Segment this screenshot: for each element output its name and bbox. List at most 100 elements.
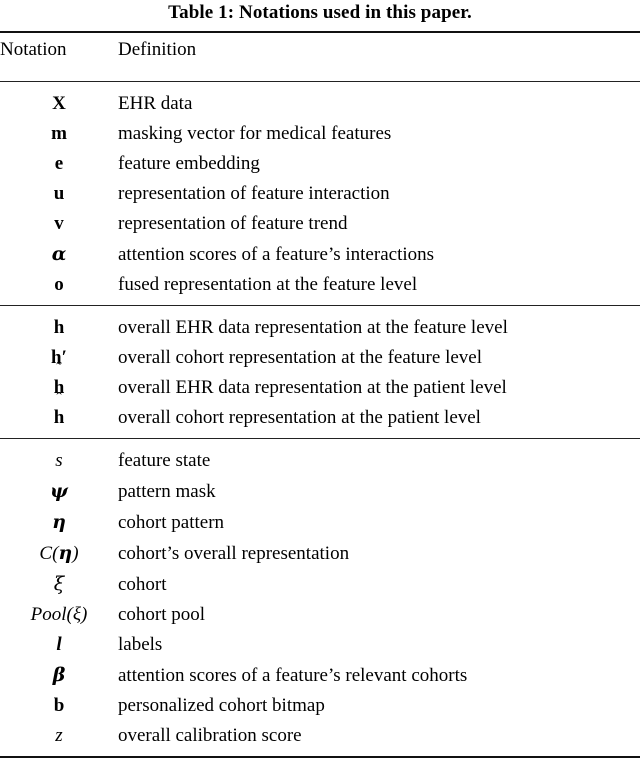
cell-notation: X — [0, 89, 118, 119]
notation-symbol: e — [54, 153, 64, 174]
notation-symbol: α — [51, 243, 67, 265]
table-row: l labels — [0, 630, 640, 660]
cell-definition: fused representation at the feature leve… — [118, 274, 418, 295]
table-row: s feature state — [0, 446, 640, 476]
table-row: ψ pattern mask — [0, 476, 640, 507]
notation-symbol: l — [56, 634, 62, 655]
section-spacer-cell — [0, 439, 640, 446]
rule-after-header — [0, 81, 640, 82]
notation-symbol: Pool(ξ) — [30, 604, 88, 625]
section-spacer — [0, 439, 640, 446]
cell-notation: l — [0, 630, 118, 660]
notation-symbol: v — [54, 213, 64, 234]
notations-table-body: Notation Definition X EHR data m masking ve… — [0, 31, 640, 758]
table-caption: Table 1: Notations used in this paper. — [168, 2, 472, 23]
table-header-row: Notation Definition — [0, 33, 640, 82]
notation-symbol: ξ — [53, 573, 65, 595]
notations-table-wrapper: Notation Definition X EHR data m masking ve… — [0, 31, 640, 758]
header-definition: Definition — [118, 39, 197, 60]
cell-notation: η — [0, 507, 118, 538]
cell-definition: attention scores of a feature’s interact… — [118, 244, 435, 265]
cell-definition: pattern mask — [118, 481, 216, 502]
table-row: h overall EHR data representation at the … — [0, 313, 640, 343]
table-row: Pool(ξ) cohort pool — [0, 600, 640, 630]
table-row: u representation of feature interaction — [0, 179, 640, 209]
cell-notation: h — [0, 313, 118, 343]
table-row: e feature embedding — [0, 149, 640, 179]
rule-section-divider-line — [0, 438, 640, 439]
section-spacer-cell — [0, 306, 640, 313]
cell-notation: Pool(ξ) — [0, 600, 118, 630]
table-row: X EHR data — [0, 89, 640, 119]
table-row: ξ cohort — [0, 569, 640, 600]
cell-definition: attention scores of a feature’s relevant… — [118, 665, 468, 686]
cell-notation: b — [0, 691, 118, 721]
notation-symbol: X — [52, 93, 66, 114]
cell-definition: overall cohort representation at the fea… — [118, 347, 482, 368]
cell-notation: v — [0, 209, 118, 239]
cell-definition: feature state — [118, 450, 211, 471]
notation-symbol: b — [53, 695, 65, 716]
tilde-accent: ˜ — [56, 360, 62, 377]
cell-definition: cohort — [118, 574, 167, 595]
cell-definition: labels — [118, 634, 163, 655]
table-row: o fused representation at the feature lev… — [0, 270, 640, 300]
cell-definition: representation of feature interaction — [118, 183, 390, 204]
rule-section-divider — [0, 305, 640, 306]
notation-symbol: β — [52, 664, 66, 686]
notation-symbol: C(η) — [39, 542, 79, 564]
cell-notation: ξ — [0, 569, 118, 600]
notation-symbol: o — [54, 274, 64, 295]
section-spacer-cell — [0, 82, 640, 89]
cell-definition: overall cohort representation at the pat… — [118, 407, 481, 428]
cell-notation: ψ — [0, 476, 118, 507]
cell-definition: masking vector for medical features — [118, 123, 392, 144]
notation-symbol: m — [51, 123, 67, 144]
notations-table: Notation Definition X EHR data m masking ve… — [0, 31, 640, 758]
cell-notation: C(η) — [0, 538, 118, 569]
cell-definition: overall EHR data representation at the f… — [118, 317, 508, 338]
cell-notation: e — [0, 149, 118, 179]
cell-definition: feature embedding — [118, 153, 260, 174]
notation-symbol: η — [52, 511, 66, 533]
section-spacer — [0, 306, 640, 313]
cell-definition: overall calibration score — [118, 725, 302, 746]
cell-notation: β — [0, 660, 118, 691]
notation-symbol: h — [53, 317, 65, 338]
rule-section-divider — [0, 438, 640, 439]
hat-accent: ˆ — [56, 390, 62, 407]
notation-symbol: h′ — [51, 347, 67, 368]
cell-notation: α — [0, 239, 118, 270]
table-row: v representation of feature trend — [0, 209, 640, 239]
cell-definition: cohort pool — [118, 604, 206, 625]
notation-symbol: ψ — [50, 480, 68, 502]
cell-definition: cohort pattern — [118, 512, 225, 533]
cell-notation: z — [0, 721, 118, 751]
notation-symbol: h˜ — [53, 360, 65, 399]
header-notation: Notation — [0, 39, 67, 60]
cell-notation: h˜ — [0, 360, 118, 403]
table-row: C(η) cohort’s overall representation — [0, 538, 640, 569]
table-row: β attention scores of a feature’s relevan… — [0, 660, 640, 691]
cell-notation: o — [0, 270, 118, 300]
cell-definition: overall EHR data representation at the p… — [118, 377, 507, 398]
table-row: m masking vector for medical features — [0, 119, 640, 149]
table-row: h′ overall cohort representation at the f… — [0, 343, 640, 373]
cell-definition: personalized cohort bitmap — [118, 695, 325, 716]
cell-definition: EHR data — [118, 93, 193, 114]
cell-notation: m — [0, 119, 118, 149]
table-row: η cohort pattern — [0, 507, 640, 538]
section-spacer — [0, 82, 640, 89]
cell-definition: representation of feature trend — [118, 213, 348, 234]
table-row: h˜ overall EHR data representation at the… — [0, 360, 640, 403]
notation-symbol: u — [53, 183, 65, 204]
table-row: α attention scores of a feature’s interac… — [0, 239, 640, 270]
cell-definition: cohort’s overall representation — [118, 543, 350, 564]
notation-symbol: s — [55, 450, 63, 471]
rule-section-divider-line — [0, 305, 640, 306]
